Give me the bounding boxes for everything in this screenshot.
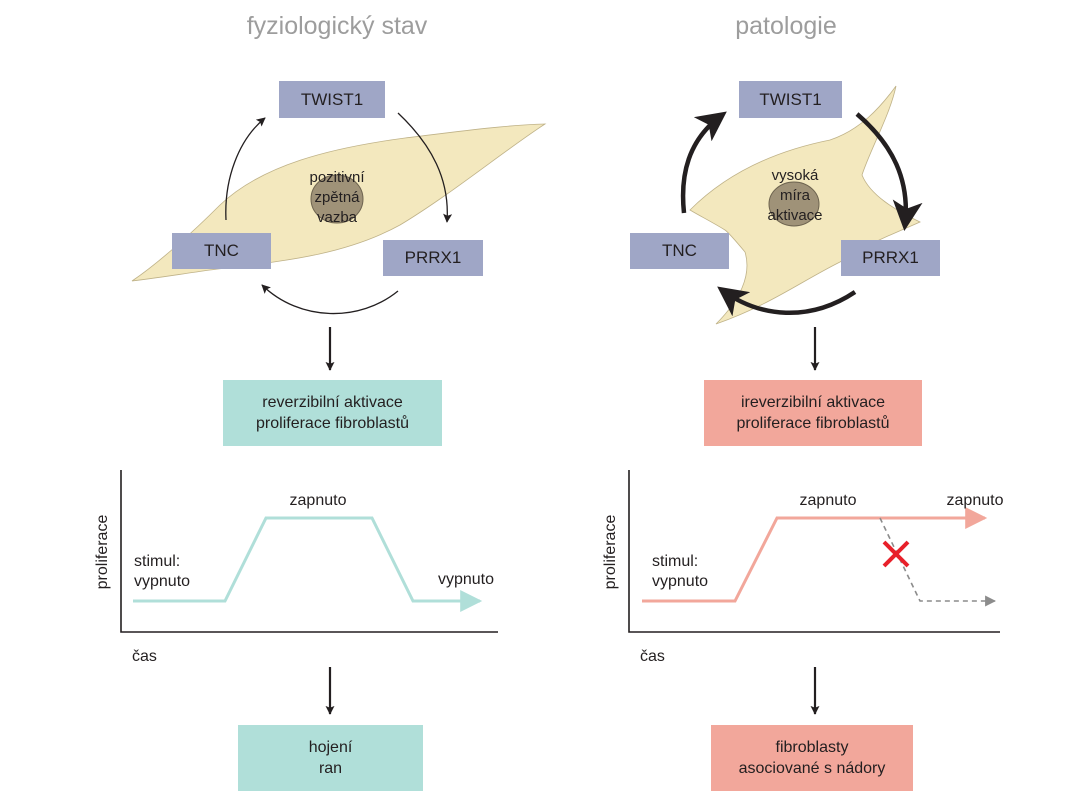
left-gene-prrx1: PRRX1 <box>383 240 483 276</box>
left-plot-axes <box>120 470 498 633</box>
left-plot-start-label: stimul: vypnuto <box>134 553 191 590</box>
right-plot-curve <box>642 507 988 603</box>
left-title: fyziologický stav <box>246 12 428 40</box>
right-result-box: ireverzibilní aktivace proliferace fibro… <box>704 380 922 446</box>
left-plot-xlabel: čas <box>132 648 157 665</box>
left-plot-curve <box>133 516 483 612</box>
right-title: patologie <box>735 12 837 40</box>
right-gene-prrx1: PRRX1 <box>841 240 940 276</box>
right-outcome-box: fibroblasty asociované s nádory <box>711 725 913 791</box>
right-plot-ylabel: proliferace <box>602 514 619 590</box>
right-plot-start-label: stimul: vypnuto <box>652 553 709 590</box>
left-gene-twist1: TWIST1 <box>279 81 385 118</box>
right-plot-end-label: zapnuto <box>946 492 1004 509</box>
left-gene-tnc: TNC <box>172 233 271 269</box>
right-gene-twist1: TWIST1 <box>739 81 842 118</box>
right-arrow-prrx1-to-tnc <box>717 286 857 317</box>
red-cross-icon <box>882 540 910 568</box>
left-plot-peak-label: zapnuto <box>289 492 347 509</box>
left-outcome-box: hojení ran <box>238 725 423 791</box>
right-gene-tnc: TNC <box>630 233 729 269</box>
right-nucleus <box>768 181 820 227</box>
right-arrow-twist1-to-prrx1 <box>855 112 923 231</box>
right-plot-blocked-path <box>879 517 997 607</box>
left-plot-end-label: vypnuto <box>437 571 495 588</box>
left-arrow-twist1-to-prrx1 <box>397 112 453 223</box>
right-plot-peak-label: zapnuto <box>799 492 857 509</box>
left-nucleus <box>310 174 364 224</box>
left-arrow-tnc-to-twist1 <box>225 117 266 221</box>
right-plot-axes <box>628 470 1000 633</box>
left-plot-ylabel: proliferace <box>94 514 111 590</box>
left-arrow-prrx1-to-tnc <box>261 284 399 315</box>
left-result-box: reverzibilní aktivace proliferace fibrob… <box>223 380 442 446</box>
left-cell-label: pozitivní zpětná vazba <box>309 169 365 226</box>
right-cell-label: vysoká míra aktivace <box>767 167 823 224</box>
right-arrow-tnc-to-twist1 <box>680 111 727 214</box>
right-plot-xlabel: čas <box>640 648 665 665</box>
